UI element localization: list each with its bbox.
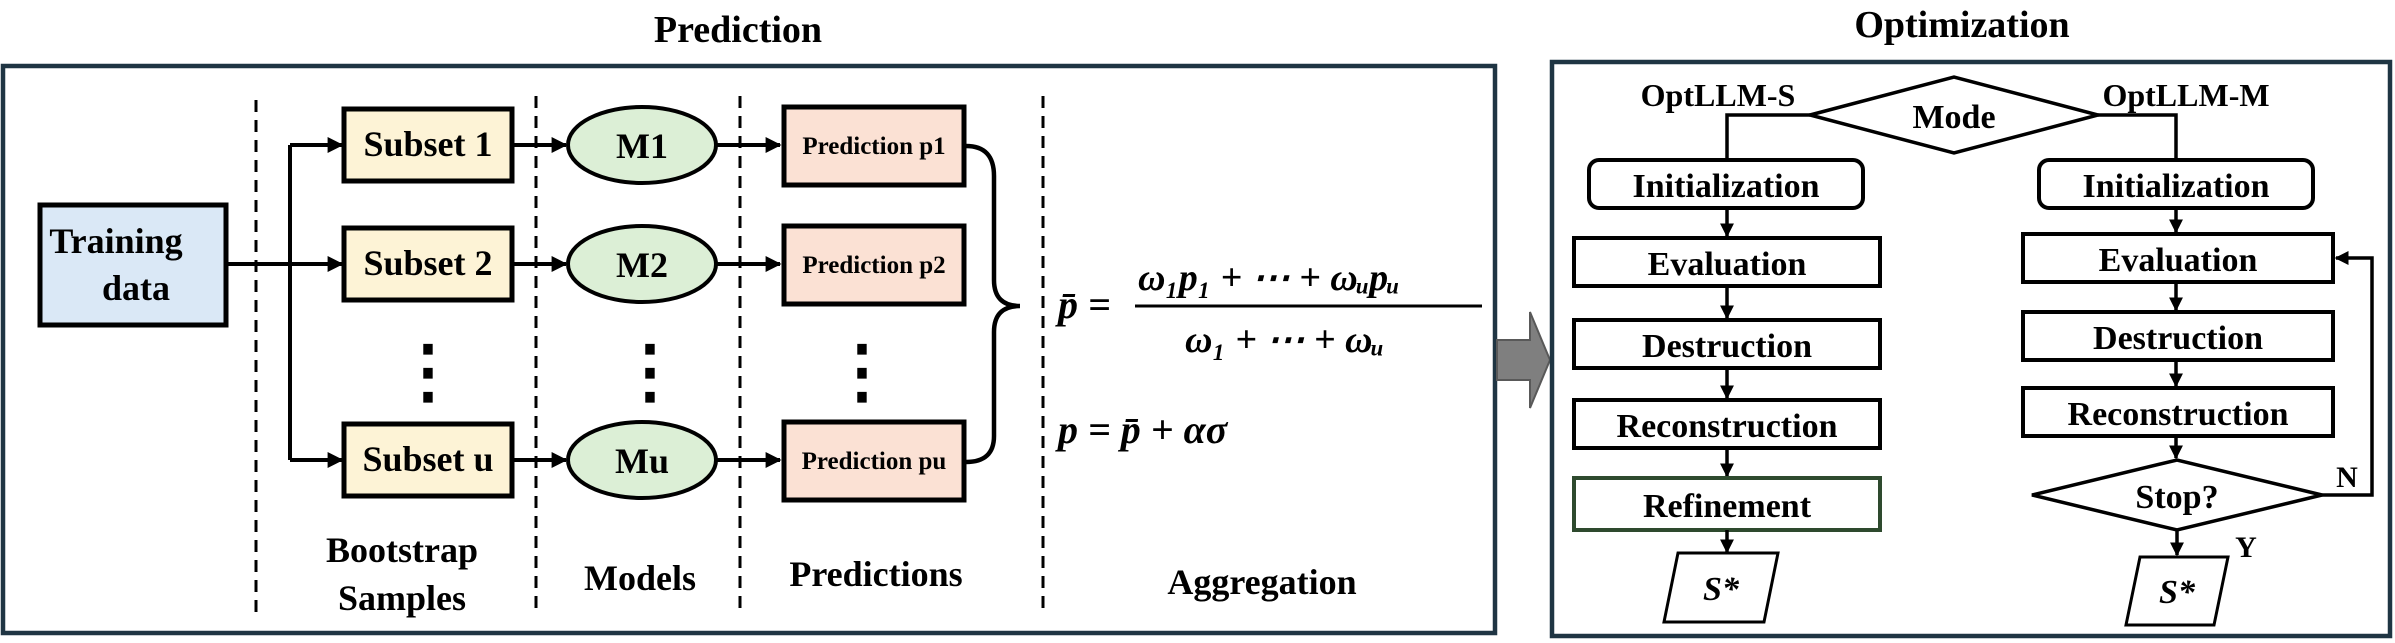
model-label: M2	[616, 245, 668, 285]
step-label: Evaluation	[2099, 242, 2258, 279]
formula-1-lhs: p̄ =	[1055, 282, 1111, 327]
output-label: S*	[1703, 571, 1740, 608]
subset-label: Subset 1	[363, 124, 492, 164]
aggregation-brace	[965, 143, 1021, 465]
column-label-bootstrap: Bootstrap	[326, 530, 478, 570]
mode-label: Mode	[1912, 99, 1995, 136]
prediction-label: Prediction p1	[802, 133, 945, 160]
subset-box	[341, 225, 515, 303]
transition-arrow	[1496, 311, 1552, 409]
prediction-panel	[0, 63, 1498, 636]
right-evaluation-box	[2021, 232, 2335, 284]
yes-label: Y	[2235, 531, 2257, 564]
formula-1-denominator: ω₁ + ⋯ + ωᵤ	[1185, 319, 1384, 361]
subset-label: Subset u	[362, 439, 493, 479]
branch-right-label: OptLLM-M	[2102, 77, 2269, 113]
stop-label: Stop?	[2135, 479, 2218, 516]
ellipsis-dots: ⋮	[827, 334, 897, 411]
step-label: Reconstruction	[2068, 396, 2289, 433]
right-destruction-box	[2021, 310, 2335, 362]
model-label: M1	[616, 126, 668, 166]
loop-back-arrow	[2322, 251, 2374, 497]
prediction-label: Prediction p2	[802, 252, 945, 279]
output-label: S*	[2159, 574, 2196, 611]
branch-left-line	[1725, 113, 1810, 158]
prediction-box	[781, 104, 967, 188]
optimization-title: Optimization	[1854, 4, 2069, 46]
right-reconstruction-box	[2021, 386, 2335, 438]
formula-1-numerator: ω₁p₁ + ⋯ + ωᵤpᵤ	[1138, 257, 1399, 299]
column-label-models: Models	[584, 558, 696, 598]
subset-label: Subset 2	[363, 243, 492, 283]
prediction-title: Prediction	[654, 9, 822, 51]
step-label: Destruction	[2093, 320, 2263, 357]
column-label-aggregation: Aggregation	[1167, 562, 1356, 602]
optimization-panel	[1549, 59, 2393, 639]
prediction-box	[781, 223, 967, 307]
right-output	[2124, 555, 2230, 627]
step-label: Initialization	[1632, 168, 1819, 205]
training-data-label: Training	[49, 221, 182, 261]
left-reconstruction-box	[1572, 398, 1882, 450]
column-label-predictions: Predictions	[789, 554, 962, 594]
model-label: Mu	[615, 441, 669, 481]
left-evaluation-box	[1572, 236, 1882, 288]
prediction-label: Prediction pu	[802, 448, 947, 475]
step-label: Destruction	[1642, 328, 1812, 365]
left-destruction-box	[1572, 318, 1882, 370]
step-label: Reconstruction	[1617, 408, 1838, 445]
subset-box	[341, 106, 515, 184]
step-label: Initialization	[2082, 168, 2269, 205]
ellipsis-dots: ⋮	[615, 334, 685, 411]
ellipsis-dots: ⋮	[393, 334, 463, 411]
step-label: Refinement	[1643, 488, 1812, 525]
no-label: N	[2336, 461, 2358, 494]
formula-2: p = p̄ + ασ	[1055, 407, 1229, 452]
subset-box	[341, 421, 515, 499]
branch-left-label: OptLLM-S	[1641, 77, 1796, 113]
column-label-bootstrap: Samples	[338, 578, 466, 618]
branch-right-line	[2098, 113, 2178, 158]
prediction-box	[781, 419, 967, 503]
training-data-label: data	[102, 268, 170, 308]
left-output	[1662, 551, 1780, 624]
step-label: Evaluation	[1648, 246, 1807, 283]
training-data-box	[37, 202, 229, 328]
